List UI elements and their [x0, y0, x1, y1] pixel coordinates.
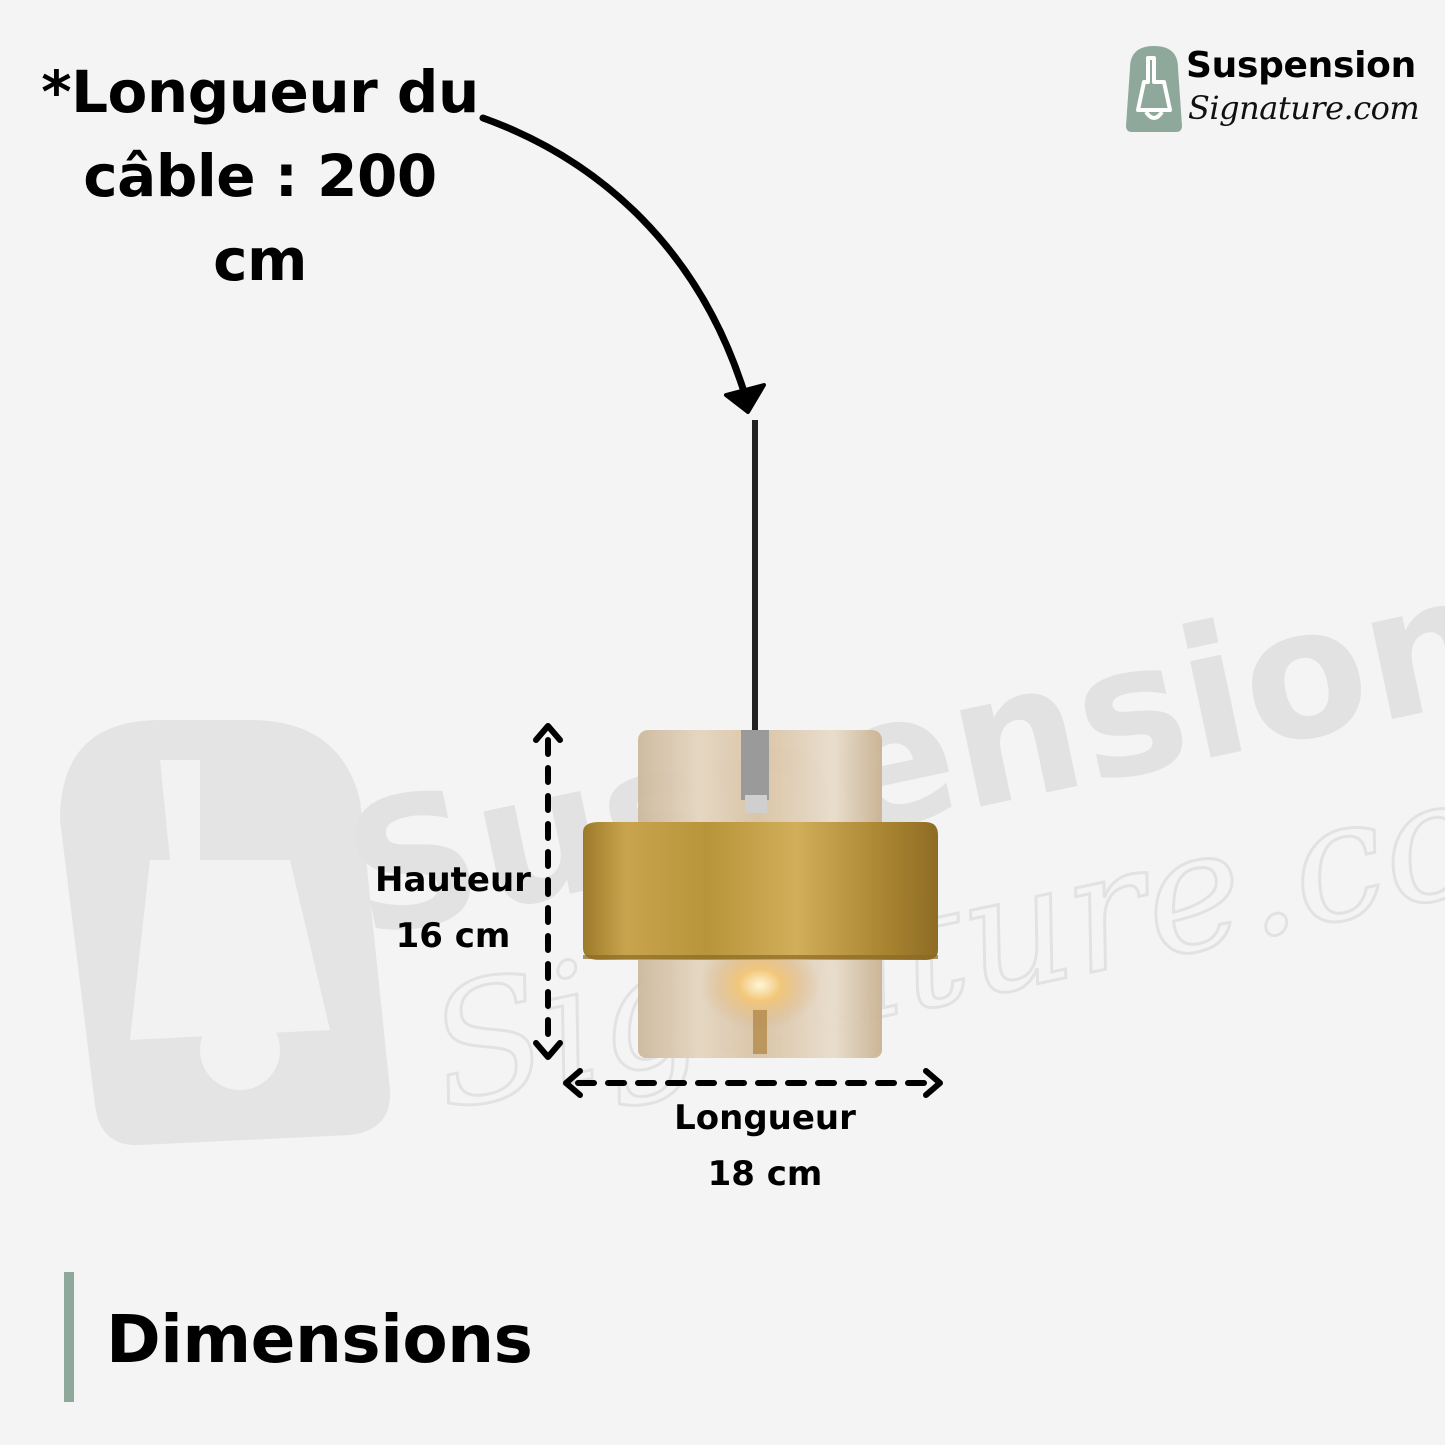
lamp-cable [752, 420, 758, 730]
cable-arrow-head [724, 383, 766, 414]
height-label-text: Hauteur [375, 860, 531, 900]
height-dimension-arrow [533, 723, 563, 1060]
length-label-text: Longueur [674, 1098, 856, 1138]
brand-domain: Signature.com [1188, 89, 1420, 127]
length-dimension-arrow [563, 1068, 943, 1098]
height-label: Hauteur 16 cm [360, 852, 546, 964]
cable-arrow [479, 114, 749, 399]
length-value: 18 cm [707, 1154, 823, 1194]
section-accent-bar [64, 1272, 74, 1402]
section-title: Dimensions [106, 1301, 533, 1378]
length-label: Longueur 18 cm [640, 1090, 890, 1202]
cable-length-label: *Longueur du câble : 200 cm [30, 50, 490, 302]
brand-logo [1124, 44, 1424, 136]
brand-name: Suspension [1186, 45, 1416, 86]
cable-length-line1: *Longueur du [41, 58, 479, 126]
watermark-lamp-icon [60, 720, 391, 1146]
pendant-lamp [583, 730, 938, 1058]
cable-length-line2: câble : 200 cm [83, 142, 437, 294]
pendant-lamp-icon [1126, 46, 1182, 132]
height-value: 16 cm [395, 916, 511, 956]
